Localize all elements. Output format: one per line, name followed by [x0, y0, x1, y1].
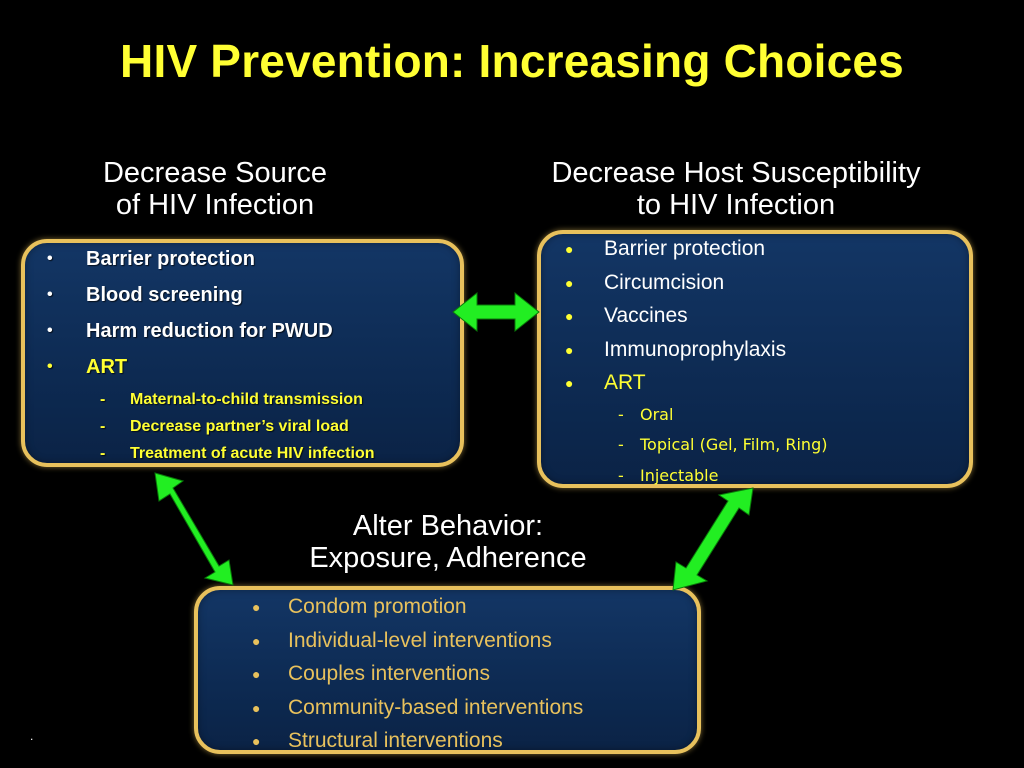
sub-list-item: - Maternal-to-child transmission [42, 388, 374, 415]
list-item: ● Immunoprophylaxis [562, 334, 827, 368]
behavior-list: ● Condom promotion ● Individual-level in… [246, 591, 583, 759]
list-item-label: Condom promotion [288, 595, 467, 618]
list-item-label: Couples interventions [288, 662, 490, 685]
sub-list-item: - Injectable [562, 462, 827, 493]
list-item-label: Community-based interventions [288, 695, 584, 719]
bullet: ● [252, 632, 261, 649]
right-heading-line2: to HIV Infection [636, 189, 836, 221]
double-arrow-icon [672, 487, 754, 591]
left-heading: Decrease Source of HIV Infection [40, 157, 390, 221]
behavior-box [194, 586, 701, 754]
sub-list-item-label: Topical (Gel, Film, Ring) [640, 435, 828, 454]
source-box [21, 239, 464, 467]
list-item-label: Barrier protection [604, 237, 766, 260]
list-item: ● Community-based interventions [246, 692, 583, 726]
bullet: ● [252, 733, 261, 749]
sub-list-item-label: Oral [640, 404, 674, 424]
sub-list-item-label: Maternal-to-child transmission [130, 391, 363, 408]
list-item: ● Condom promotion [246, 591, 583, 625]
double-arrow-icon [154, 472, 234, 586]
right-heading: Decrease Host Susceptibility to HIV Infe… [496, 157, 976, 221]
dash: - [100, 445, 106, 462]
slide-title: HIV Prevention: Increasing Choices [120, 35, 904, 87]
sub-list-item: - Oral [562, 401, 827, 432]
list-item: ● ART [562, 367, 827, 401]
list-item: ● Individual-level interventions [246, 625, 583, 659]
bottom-heading: Alter Behavior: Exposure, Adherence [250, 510, 646, 574]
dash: - [618, 404, 624, 424]
bullet: ● [252, 666, 261, 682]
sub-list-item-label: Injectable [640, 465, 719, 485]
right-heading-line1: Decrease Host Susceptibility [551, 157, 921, 189]
list-item: • Blood screening [42, 280, 374, 316]
list-item-label: Immunoprophylaxis [604, 337, 787, 361]
list-item-label: Circumcision [604, 270, 725, 294]
dash: - [618, 435, 624, 454]
source-list: • Barrier protection • Blood screening •… [42, 244, 374, 469]
bullet: • [47, 286, 53, 303]
bullet: ● [565, 375, 574, 391]
bullet: ● [565, 308, 574, 324]
list-item-label: Structural interventions [288, 729, 503, 752]
bullet: ● [565, 274, 574, 291]
list-item: ● Circumcision [562, 267, 827, 301]
list-item-label: Individual-level interventions [288, 628, 552, 652]
bullet: ● [565, 341, 574, 358]
list-item-label: Blood screening [86, 284, 243, 306]
footnote: . [30, 729, 34, 743]
list-item-label: ART [604, 371, 646, 394]
dash: - [100, 391, 106, 408]
susceptibility-box [537, 230, 973, 488]
list-item: ● Barrier protection [562, 233, 827, 267]
bullet: • [47, 358, 53, 375]
list-item-label: Vaccines [604, 304, 688, 327]
list-item-label: Harm reduction for PWUD [86, 320, 333, 342]
sub-list-item-label: Treatment of acute HIV infection [130, 445, 375, 462]
sub-list-item-label: Decrease partner’s viral load [130, 418, 349, 435]
dash: - [618, 465, 624, 485]
list-item: ● Structural interventions [246, 725, 583, 759]
sub-list-item: - Topical (Gel, Film, Ring) [562, 431, 827, 462]
list-item: ● Vaccines [562, 300, 827, 334]
double-arrow-icon [452, 291, 540, 333]
bullet: ● [565, 241, 574, 257]
sub-list-item: - Decrease partner’s viral load [42, 415, 374, 442]
bullet: • [47, 250, 53, 267]
left-heading-line1: Decrease Source [102, 157, 328, 189]
left-heading-line2: of HIV Infection [115, 189, 315, 221]
list-item: • Harm reduction for PWUD [42, 316, 374, 352]
susceptibility-list: ● Barrier protection ● Circumcision ● Va… [562, 233, 827, 492]
sub-list-item: - Treatment of acute HIV infection [42, 442, 374, 469]
list-item-label: ART [86, 356, 128, 378]
list-item: • Barrier protection [42, 244, 374, 280]
list-item: • ART [42, 352, 374, 388]
bullet: • [47, 322, 53, 339]
list-item: ● Couples interventions [246, 658, 583, 692]
bullet: ● [252, 699, 261, 716]
dash: - [100, 418, 106, 435]
list-item-label: Barrier protection [86, 248, 255, 270]
bottom-heading-line2: Exposure, Adherence [309, 542, 587, 574]
bullet: ● [252, 599, 261, 615]
bottom-heading-line1: Alter Behavior: [352, 510, 544, 542]
